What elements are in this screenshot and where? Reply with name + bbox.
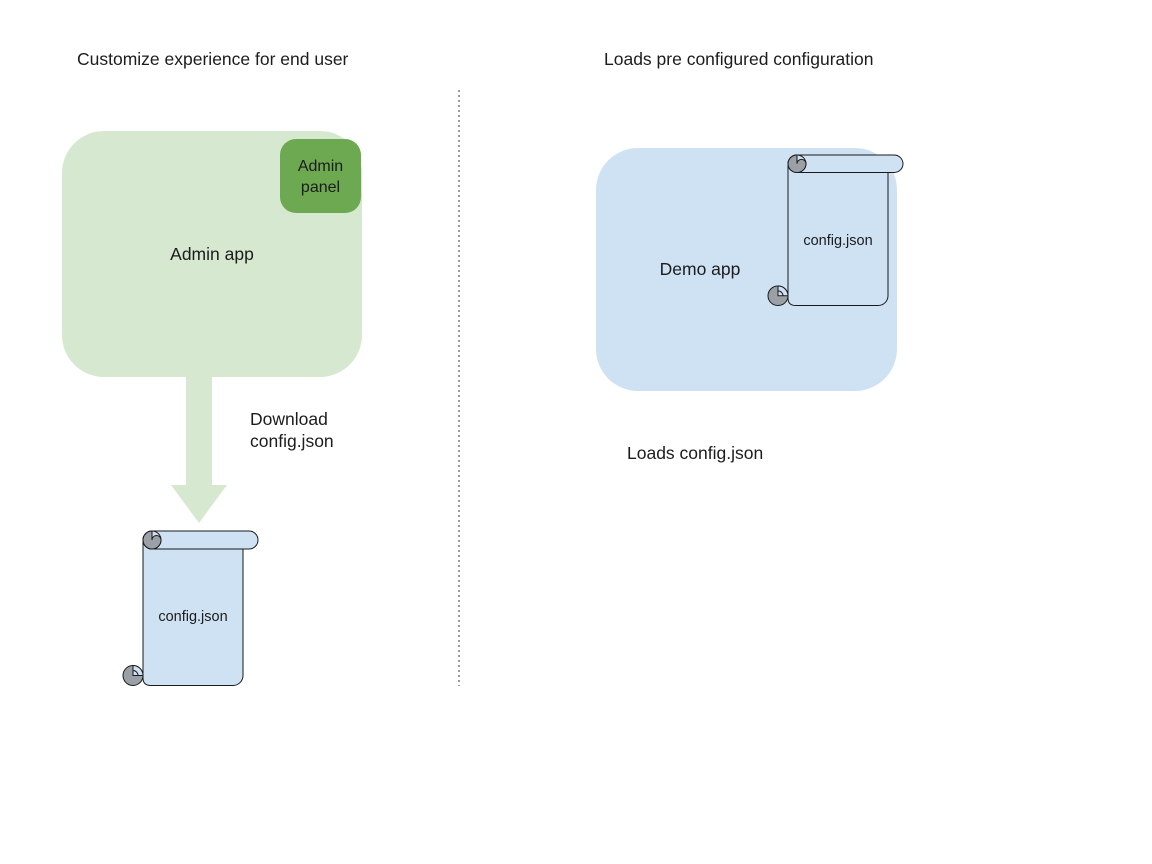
right-section-heading: Loads pre configured configuration: [604, 49, 874, 69]
scroll-body: [142, 540, 244, 686]
config-scroll-right: config.json: [762, 154, 904, 307]
scroll-shape-icon: [122, 530, 259, 686]
admin-panel-badge: Admin panel: [280, 139, 361, 213]
admin-panel-label: Admin panel: [297, 158, 344, 196]
down-arrow-icon: [171, 377, 227, 523]
loads-config-caption: Loads config.json: [627, 443, 764, 463]
section-divider: [458, 90, 460, 686]
admin-app-label: Admin app: [170, 243, 254, 264]
config-scroll-left: config.json: [117, 530, 259, 687]
download-caption: Download config.json: [250, 409, 334, 451]
scroll-body: [787, 163, 889, 307]
config-scroll-right-label: config.json: [803, 233, 873, 249]
left-section-heading: Customize experience for end user: [77, 49, 349, 69]
scroll-shape-icon: [767, 154, 904, 307]
config-scroll-left-label: config.json: [158, 609, 228, 625]
demo-app-label: Demo app: [659, 259, 741, 279]
